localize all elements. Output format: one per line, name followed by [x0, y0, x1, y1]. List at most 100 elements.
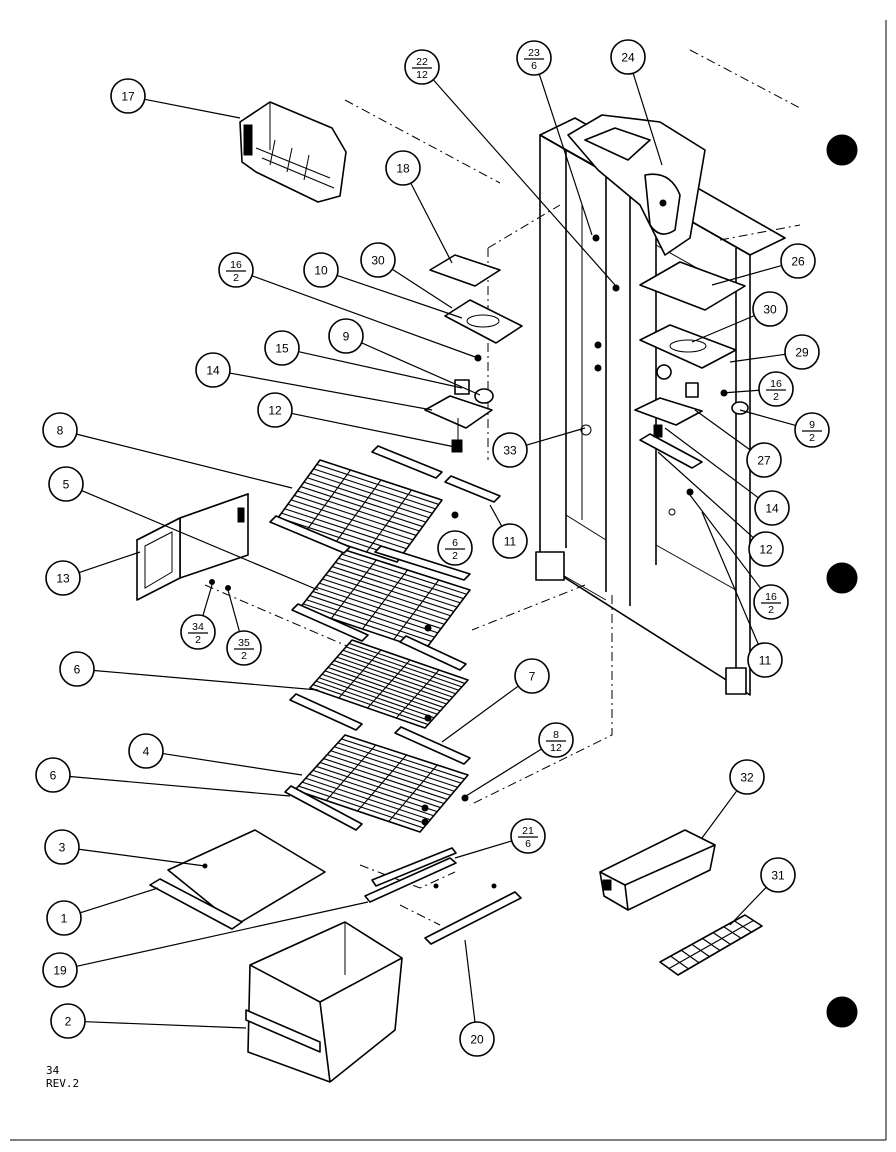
- callout-part-number: 23: [528, 47, 540, 59]
- callout-number: 32: [740, 771, 754, 785]
- callout-6-2: 62: [437, 530, 473, 566]
- callout-part-number: 21: [522, 825, 534, 837]
- callout-leader-35-2: [227, 589, 241, 632]
- dispenser-chute-duct: [644, 173, 681, 235]
- callout-quantity: 2: [768, 604, 774, 616]
- callout-circle: [514, 658, 550, 694]
- callout-number: 13: [56, 572, 70, 586]
- callout-24: 24: [610, 39, 646, 75]
- crisper-cover-trim-1: [149, 878, 243, 930]
- light-shield-lens: [466, 314, 500, 328]
- shelf-crossbar: [335, 479, 382, 543]
- callout-number: 17: [121, 90, 135, 104]
- callout-30: 30: [752, 291, 788, 327]
- revision-label: REV.2: [46, 1077, 79, 1090]
- light-shield-lens: [669, 339, 707, 353]
- callout-leader-6: [93, 669, 319, 691]
- screw: [424, 714, 432, 722]
- callout-circle: [50, 1003, 86, 1039]
- callout-29: 29: [784, 334, 820, 370]
- screw: [594, 364, 602, 372]
- callout-35-2: 352: [226, 630, 262, 666]
- callout-15: 15: [264, 330, 300, 366]
- shelf-back-bracket: [374, 545, 471, 581]
- shelf-front-rail-6: [289, 693, 363, 731]
- callout-quantity: 2: [195, 634, 201, 646]
- callout-part-number: 9: [809, 419, 815, 431]
- ice-tray-31: [659, 914, 763, 976]
- callout-leader-9-2: [739, 409, 796, 427]
- callout-quantity: 2: [452, 550, 458, 562]
- ice-tray-divider: [668, 920, 754, 969]
- callout-number: 2: [65, 1015, 72, 1029]
- callout-circle: [385, 150, 421, 186]
- callout-leader-20: [464, 939, 476, 1023]
- storage-box-13: [136, 493, 249, 601]
- ice-maker-body: [239, 101, 347, 203]
- shelf-crossbar: [395, 669, 440, 719]
- callout-circle: [226, 630, 262, 666]
- callout-circle: [459, 1021, 495, 1057]
- binder-holes: [826, 134, 858, 1028]
- ice-mold: [255, 147, 331, 179]
- callout-leader-24: [632, 73, 663, 166]
- ice-mold: [269, 139, 276, 166]
- bracket-14: [424, 395, 493, 429]
- fresh-food-light-assembly: [634, 261, 749, 516]
- callout-leader-34-2: [202, 584, 213, 616]
- rail-19: [364, 857, 457, 903]
- callout-leader-6: [69, 775, 291, 797]
- ice-maker-mount: [243, 124, 253, 156]
- callout-leader-33: [526, 427, 586, 446]
- callout-circle: [747, 642, 783, 678]
- crisper-cover-3: [167, 829, 326, 926]
- callout-leader-19: [76, 901, 369, 967]
- callout-leader-3: [78, 848, 206, 867]
- callout-number: 19: [53, 964, 67, 978]
- callout-number: 14: [765, 502, 779, 516]
- bracket-14: [639, 433, 703, 469]
- callout-leader-8-12: [465, 748, 542, 797]
- callout-14: 14: [195, 352, 231, 388]
- rail-21: [371, 847, 457, 887]
- shelf-crossbar: [325, 744, 377, 801]
- callout-2: 2: [50, 1003, 86, 1039]
- callout-quantity: 2: [809, 432, 815, 444]
- shelf-front-rail-6: [284, 785, 363, 831]
- callout-4: 4: [128, 733, 164, 769]
- callout-circle: [360, 242, 396, 278]
- screw: [592, 234, 600, 242]
- ice-bin-32: [599, 829, 716, 911]
- callout-leader-2: [84, 1021, 247, 1029]
- callout-13: 13: [45, 560, 81, 596]
- bulb: [656, 364, 672, 380]
- callout-number: 33: [503, 444, 517, 458]
- callout-number: 15: [275, 342, 289, 356]
- shelf-back-bracket: [371, 445, 443, 479]
- callout-circle: [510, 818, 546, 854]
- shelf-front-rail: [291, 603, 369, 642]
- callout-part-number: 16: [230, 259, 242, 271]
- callout-6: 6: [59, 651, 95, 687]
- dispenser-chute-body: [567, 114, 706, 256]
- callout-number: 11: [759, 654, 772, 668]
- callout-23-6: 236: [516, 40, 552, 76]
- callout-leader-27: [694, 409, 751, 451]
- assembly-line: [689, 49, 801, 109]
- callout-circle: [760, 857, 796, 893]
- binder-hole: [826, 996, 858, 1028]
- callout-part-number: 6: [452, 537, 458, 549]
- callout-part-number: 16: [765, 591, 777, 603]
- callout-number: 30: [763, 303, 777, 317]
- freezer-light-assembly: [424, 254, 523, 453]
- callout-circle: [404, 49, 440, 85]
- callout-9: 9: [328, 318, 364, 354]
- callout-circle: [44, 829, 80, 865]
- shelf-back-bracket-7: [394, 726, 471, 765]
- callout-circle: [35, 757, 71, 793]
- callout-quantity: 6: [531, 60, 537, 72]
- callout-number: 26: [791, 255, 805, 269]
- callout-circle: [46, 900, 82, 936]
- box-front: [136, 517, 181, 601]
- ice-bin-corner: [624, 884, 629, 911]
